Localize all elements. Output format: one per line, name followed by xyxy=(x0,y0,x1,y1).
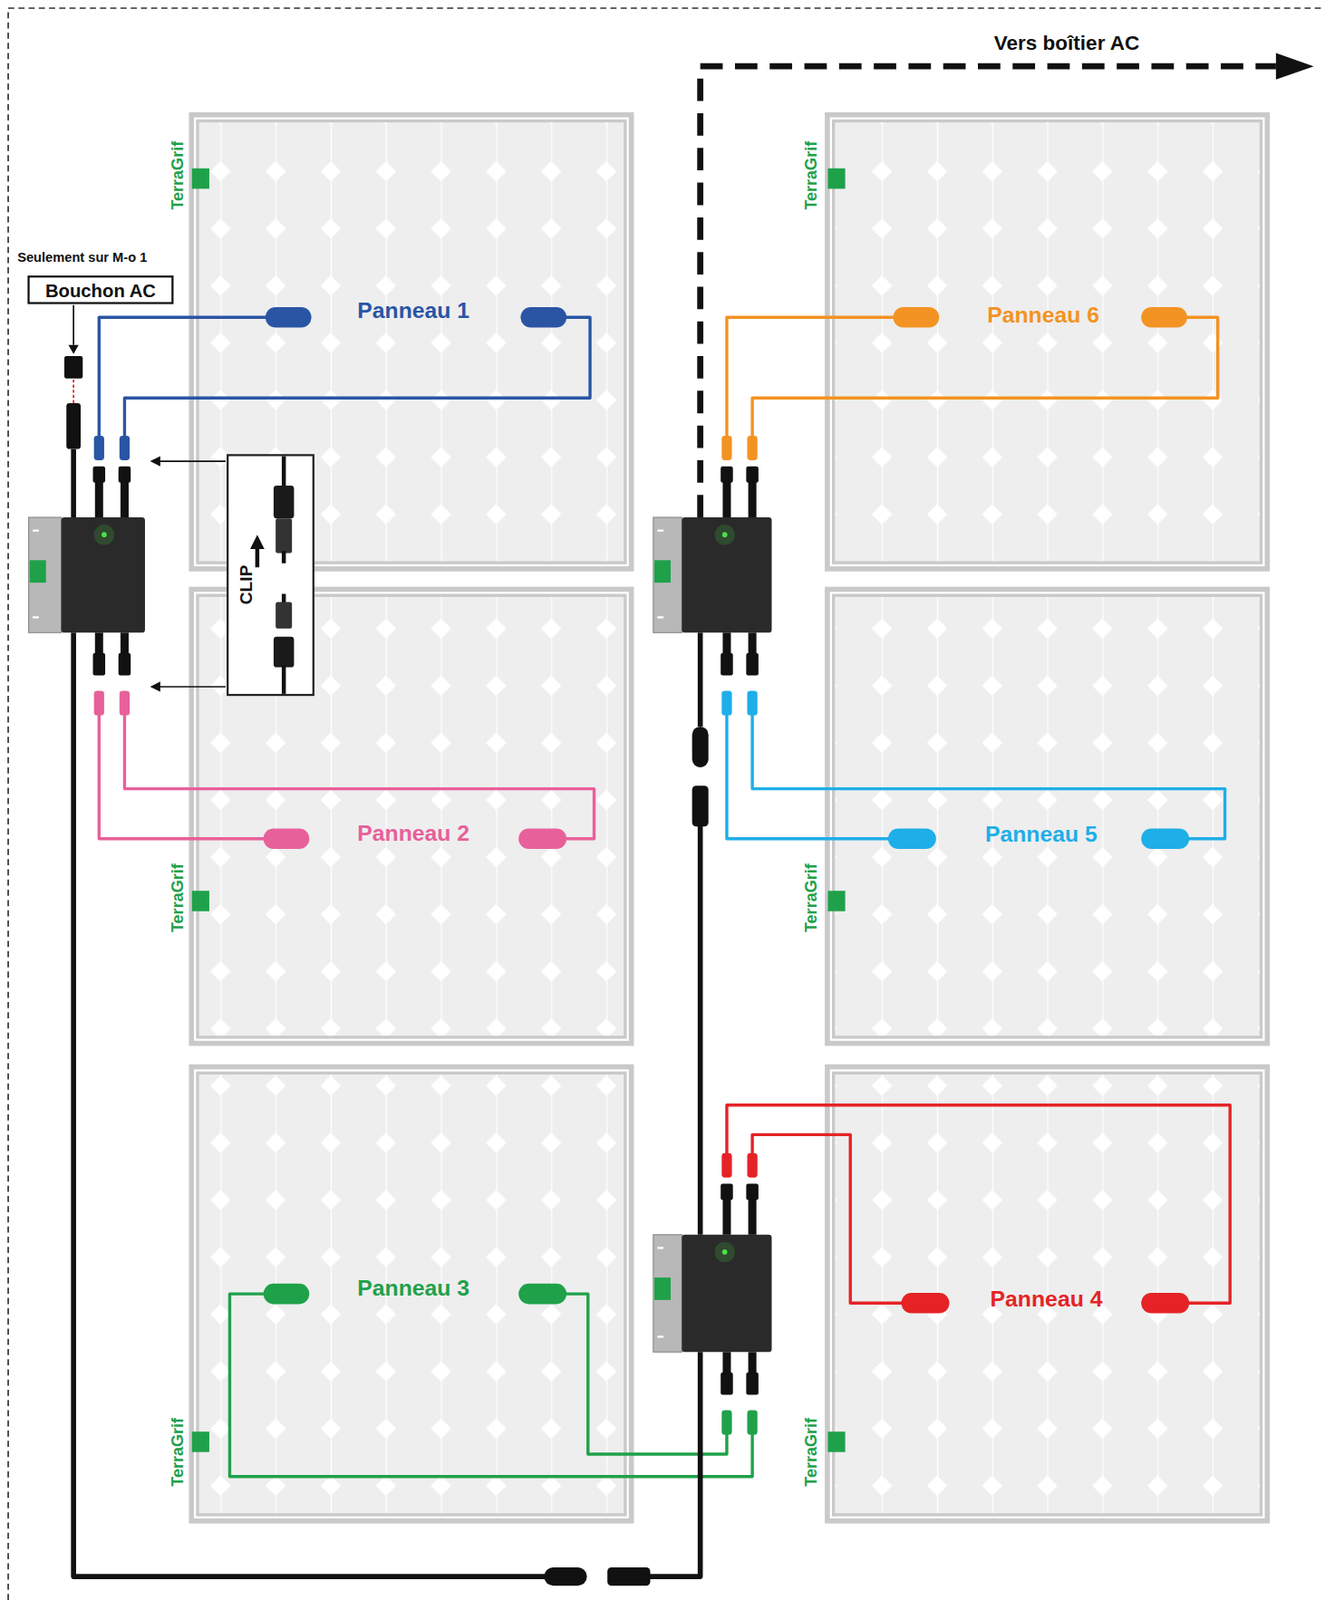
ac-cable xyxy=(647,1352,700,1577)
panel-name: Panneau 1 xyxy=(357,299,470,324)
panel-label-area: Panneau 4TerraGrif xyxy=(824,1064,1270,1525)
dc-cable xyxy=(752,714,1225,839)
clamp-marker xyxy=(192,168,210,190)
clip-label: CLIP xyxy=(237,565,257,606)
arrow-head xyxy=(150,455,161,466)
clip-illustration xyxy=(273,455,295,694)
clamp-label: TerraGrif xyxy=(802,863,822,933)
cable-connector xyxy=(1141,307,1188,329)
dc-terminal xyxy=(745,1153,759,1436)
cable-connector xyxy=(1141,1293,1190,1315)
micro-inverter xyxy=(29,517,146,633)
cable-connector xyxy=(265,307,312,329)
cable-connector xyxy=(263,829,310,851)
solar-panel xyxy=(824,112,1270,572)
destination-label: Vers boîtier AC xyxy=(994,31,1141,55)
dc-cable xyxy=(726,1105,1230,1304)
cap-note-box: Seulement sur M-o 1Bouchon AC xyxy=(27,275,174,305)
panel-label-area: Panneau 6TerraGrif xyxy=(824,112,1270,572)
clamp-marker xyxy=(827,168,845,190)
panel-name: Panneau 5 xyxy=(985,822,1098,848)
ac-output-dashed xyxy=(700,66,1277,518)
arrow-head xyxy=(68,345,79,355)
ac-connector xyxy=(543,1567,587,1587)
dc-terminal xyxy=(720,1153,734,1436)
cable-connector xyxy=(901,1293,950,1315)
cable-connector xyxy=(1141,829,1190,851)
direction-arrow xyxy=(255,547,261,569)
leader-line xyxy=(72,305,75,346)
clamp-marker xyxy=(192,1431,210,1453)
solar-panel xyxy=(824,587,1270,1047)
pointer-line xyxy=(159,686,226,688)
outer-frame xyxy=(8,8,1325,1600)
ac-connector xyxy=(692,785,709,827)
cable-connector xyxy=(520,307,567,329)
box-label: Bouchon AC xyxy=(45,281,156,302)
cable-connector xyxy=(888,829,937,851)
clamp-label: TerraGrif xyxy=(802,141,822,211)
ac-cable xyxy=(697,632,704,727)
ac-cable xyxy=(697,822,704,1236)
dc-terminal xyxy=(93,435,107,716)
arrow-head xyxy=(250,534,265,550)
arrow-head xyxy=(1276,53,1315,80)
micro-inverter xyxy=(653,1235,773,1354)
dc-terminal xyxy=(720,435,734,716)
solar-panel xyxy=(824,1064,1270,1525)
dc-terminal xyxy=(118,435,132,716)
note-text: Seulement sur M-o 1 xyxy=(17,251,147,266)
clamp-marker xyxy=(192,890,210,912)
clamp-marker xyxy=(827,890,845,912)
clamp-label: TerraGrif xyxy=(168,141,187,211)
pointer-line xyxy=(159,460,226,463)
cap-guide xyxy=(72,379,75,404)
clamp-label: TerraGrif xyxy=(168,863,187,933)
panel-label-area: Panneau 3TerraGrif xyxy=(188,1064,634,1525)
cable-connector xyxy=(518,1284,567,1306)
panel-label-area: Panneau 1TerraGrif xyxy=(188,112,634,572)
cable-connector xyxy=(518,829,567,851)
dc-cable xyxy=(752,317,1219,437)
ac-connector xyxy=(607,1567,650,1587)
ac-cap xyxy=(64,356,83,379)
panel-name: Panneau 4 xyxy=(990,1286,1103,1312)
panel-label-area: Panneau 5TerraGrif xyxy=(824,587,1270,1047)
cable-connector xyxy=(893,307,940,329)
clamp-label: TerraGrif xyxy=(802,1418,822,1488)
clamp-label: TerraGrif xyxy=(168,1418,187,1488)
dc-cable xyxy=(124,317,590,437)
ac-cable xyxy=(73,632,549,1577)
ac-connector xyxy=(66,403,81,450)
panel-name: Panneau 2 xyxy=(357,822,470,847)
clip-inset: CLIP xyxy=(226,454,315,697)
clamp-marker xyxy=(827,1431,845,1453)
micro-inverter xyxy=(653,517,773,633)
cable-connector xyxy=(263,1284,310,1306)
arrow-head xyxy=(150,681,161,692)
dc-cable xyxy=(752,1134,904,1304)
panel-name: Panneau 3 xyxy=(357,1276,470,1302)
panel-label-area: Panneau 2TerraGrif xyxy=(188,587,634,1047)
ac-connector xyxy=(692,726,709,768)
dc-terminal xyxy=(745,435,759,716)
panel-name: Panneau 6 xyxy=(986,302,1100,328)
dc-cable xyxy=(124,714,594,839)
ac-cable xyxy=(70,449,77,518)
inset-ground xyxy=(226,454,315,697)
